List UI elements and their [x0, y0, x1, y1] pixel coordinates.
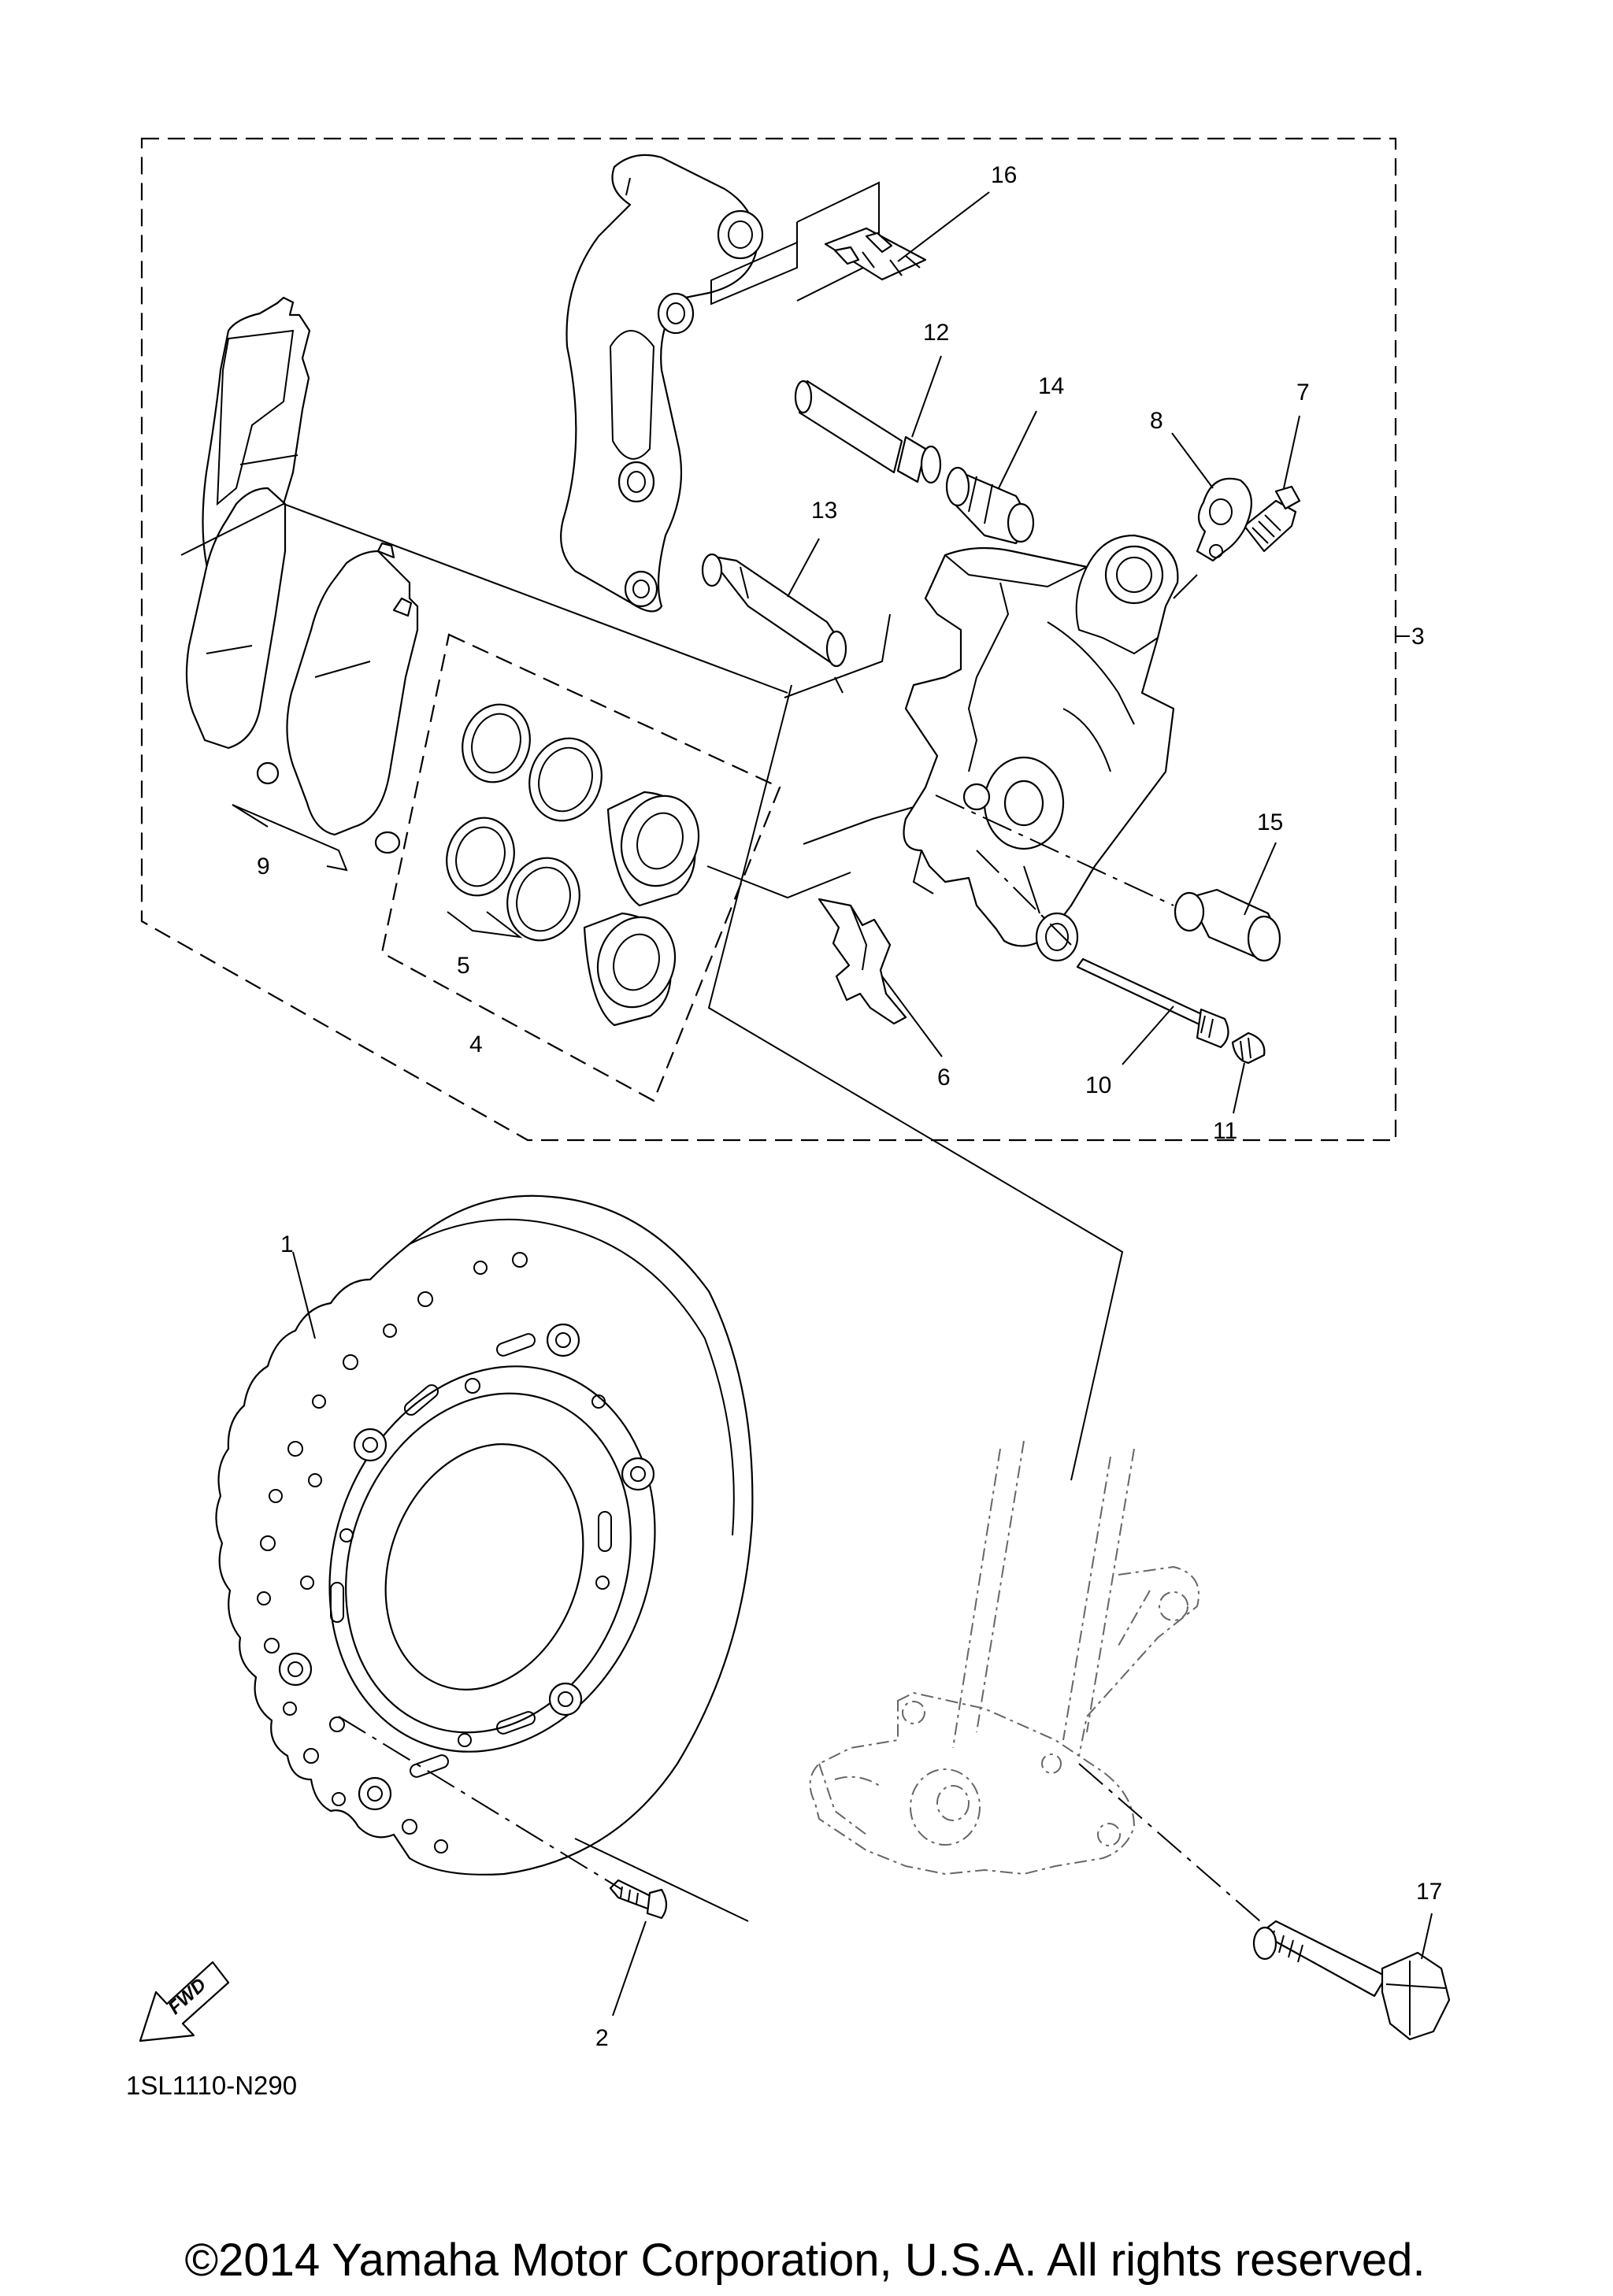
slide-pin-13	[701, 553, 847, 668]
callout-12: 12	[923, 320, 949, 346]
callout-10: 10	[1085, 1072, 1111, 1098]
plug-11	[1231, 1031, 1266, 1065]
callout-7: 7	[1296, 380, 1310, 406]
pin-10	[1076, 957, 1229, 1049]
bolt-15	[1174, 888, 1281, 962]
pad-pin-12	[794, 380, 942, 484]
callout-4: 4	[469, 1031, 483, 1057]
callout-3: 3	[1411, 624, 1425, 650]
callout-16: 16	[991, 162, 1017, 188]
piston-kit-boundary	[380, 633, 781, 1102]
callout-9: 9	[257, 854, 270, 880]
callout-11: 11	[1213, 1118, 1237, 1144]
caliper-body	[903, 534, 1179, 962]
boot-14	[945, 466, 1035, 545]
pad-support-6	[818, 898, 907, 1025]
caliper-assembly-boundary	[140, 137, 1397, 1142]
callout-15: 15	[1257, 809, 1283, 835]
axle-bolt-17	[1252, 1920, 1451, 2041]
callout-6: 6	[937, 1065, 951, 1091]
fork-reference-ghost	[809, 1440, 1200, 1876]
brake-disc-1	[215, 1194, 754, 1876]
callout-13: 13	[811, 498, 837, 524]
disc-bolt-2	[609, 1879, 668, 1920]
caliper-bracket	[560, 154, 764, 613]
piston-seals-5	[446, 703, 603, 942]
callout-14: 14	[1038, 373, 1064, 399]
pad-spring-16	[824, 227, 927, 281]
bleed-cap-8	[1196, 477, 1252, 562]
fwd-arrow-icon: FWD	[139, 1961, 230, 2042]
diagram-code: 1SL1110-N290	[126, 2071, 297, 2100]
callout-5: 5	[457, 953, 470, 979]
brake-pads-9	[185, 296, 419, 854]
bleed-screw-7	[1243, 485, 1301, 553]
callout-8: 8	[1150, 408, 1163, 434]
pistons	[583, 791, 700, 1027]
callout-17: 17	[1416, 1879, 1442, 1905]
callout-2: 2	[595, 2025, 609, 2051]
callout-1: 1	[280, 1231, 294, 1257]
copyright-notice: ©2014 Yamaha Motor Corporation, U.S.A. A…	[184, 2235, 1425, 2286]
